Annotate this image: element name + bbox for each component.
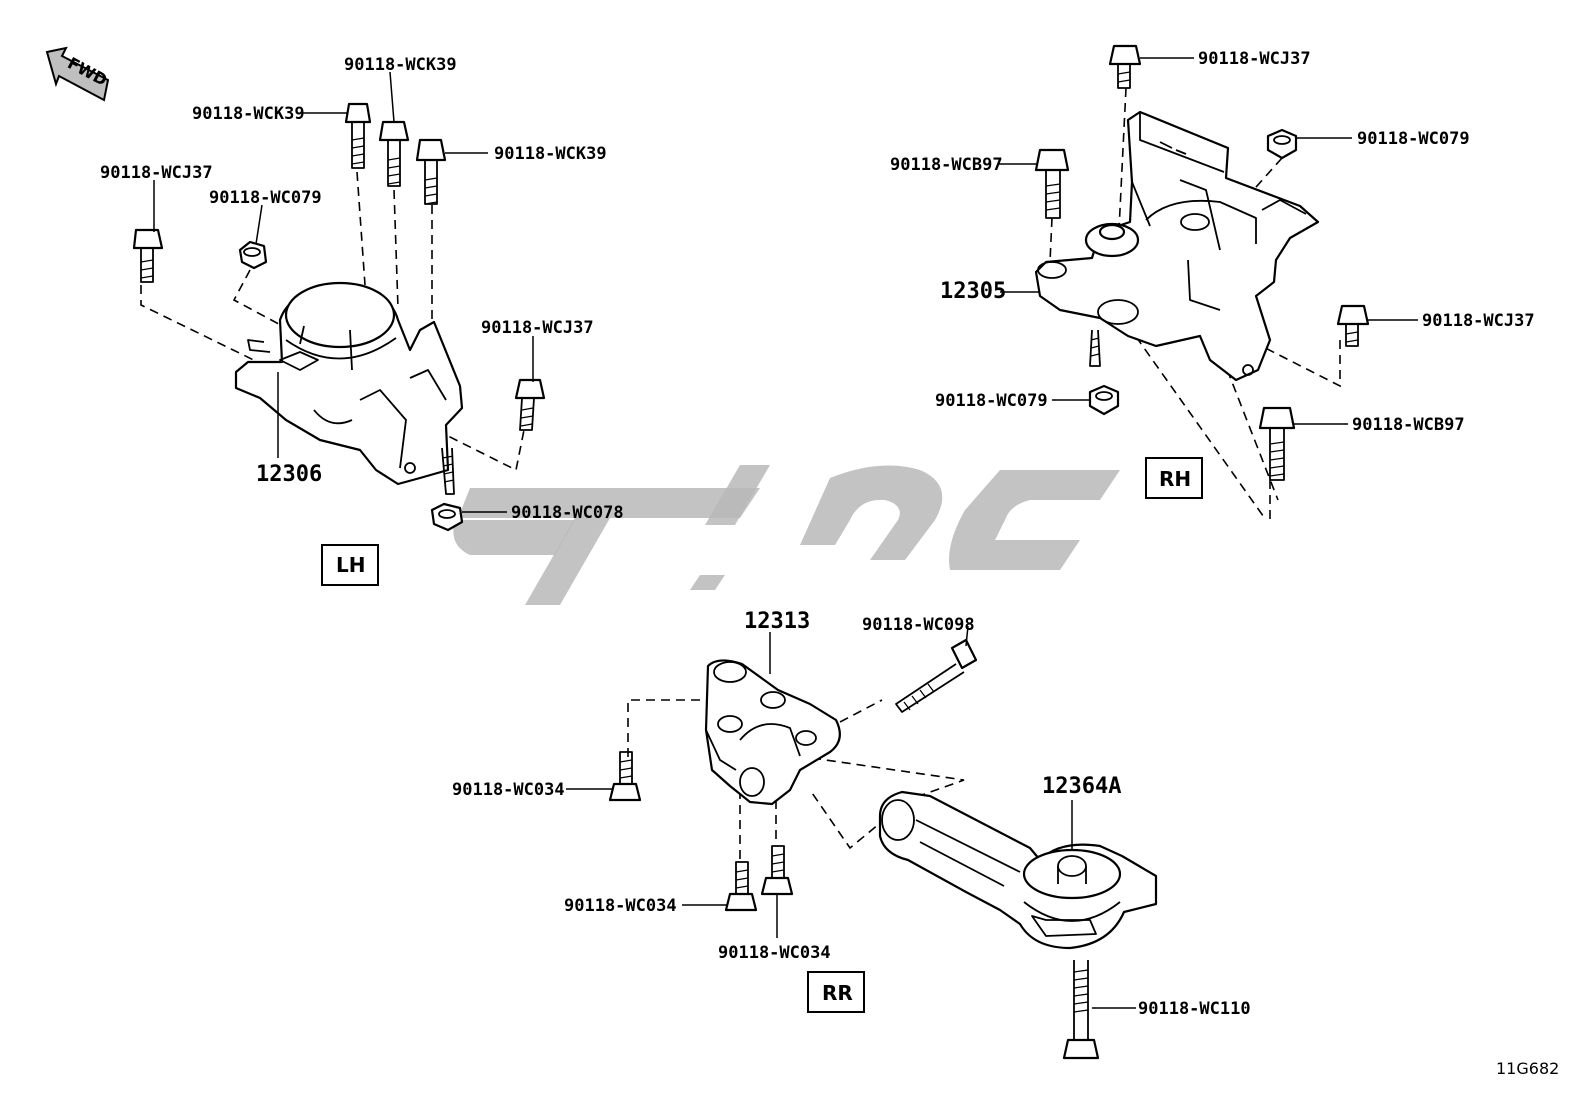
rh-bolt-bottom-icon xyxy=(1258,406,1296,481)
lh-bolt-side-label: 90118-WCJ37 xyxy=(100,163,213,183)
rh-bolt-bottom-label: 90118-WCB97 xyxy=(1352,415,1465,435)
lh-bolt-left-icon xyxy=(344,102,372,169)
lh-bolt-top-label: 90118-WCK39 xyxy=(344,55,457,75)
rh-mount-part-number: 12305 xyxy=(940,279,1006,304)
rr-torque-rod-part-number: 12364A xyxy=(1042,774,1121,799)
rh-mount-assembly xyxy=(1034,44,1370,521)
rr-bolt-bottom-label: 90118-WC110 xyxy=(1138,999,1251,1019)
diagram-code: 11G682 xyxy=(1496,1059,1559,1078)
lh-group-label: LH xyxy=(336,553,365,577)
rr-bolt-a-label: 90118-WC034 xyxy=(452,780,565,800)
rr-bolt-long-icon xyxy=(895,638,978,713)
rr-group-box xyxy=(807,971,865,1013)
lh-bolt-front-label: 90118-WCJ37 xyxy=(481,318,594,338)
lh-nut-top-icon xyxy=(238,240,268,270)
rr-bolt-b-icon xyxy=(724,861,758,912)
lh-nut-bottom-icon xyxy=(430,502,464,532)
rr-bolt-c-icon xyxy=(760,845,794,896)
rh-bolt-left-icon xyxy=(1034,148,1070,219)
rr-group-label: RR xyxy=(822,981,853,1005)
rr-bolt-b-label: 90118-WC034 xyxy=(564,896,677,916)
rh-nut-top-label: 90118-WC079 xyxy=(1357,129,1470,149)
rh-group-label: RH xyxy=(1159,467,1191,491)
lh-bolt-right-icon xyxy=(415,138,447,205)
rh-group-box xyxy=(1145,457,1203,499)
lh-nut-bottom-label: 90118-WC078 xyxy=(511,503,624,523)
rh-nut-top-icon xyxy=(1266,128,1298,160)
rh-nut-bottom-label: 90118-WC079 xyxy=(935,391,1048,411)
lh-bolt-front-icon xyxy=(514,378,546,431)
rh-nut-bottom-icon xyxy=(1088,384,1120,416)
rr-mount-assembly xyxy=(608,638,1158,1060)
rh-bolt-right-icon xyxy=(1336,304,1370,347)
rr-bracket-body xyxy=(704,659,841,806)
rh-bolt-top-label: 90118-WCJ37 xyxy=(1198,49,1311,69)
rh-mount-body xyxy=(1034,110,1320,382)
lh-bolt-right-label: 90118-WCK39 xyxy=(494,144,607,164)
rr-bolt-long-label: 90118-WC098 xyxy=(862,615,975,635)
lh-mount-assembly xyxy=(132,102,546,532)
rr-bolt-c-label: 90118-WC034 xyxy=(718,943,831,963)
lh-bolt-left-label: 90118-WCK39 xyxy=(192,104,305,124)
rh-bolt-left-label: 90118-WCB97 xyxy=(890,155,1003,175)
lh-group-box xyxy=(321,544,379,586)
rr-bolt-a-icon xyxy=(608,751,642,802)
rh-bolt-top-icon xyxy=(1108,44,1142,89)
rr-bolt-bottom-icon xyxy=(1062,960,1100,1060)
lh-nut-top-label: 90118-WC079 xyxy=(209,188,322,208)
lh-bolt-top-icon xyxy=(378,120,410,187)
watermark-logo xyxy=(453,465,1120,605)
rh-bolt-right-label: 90118-WCJ37 xyxy=(1422,311,1535,331)
lh-bolt-side-icon xyxy=(132,228,164,283)
fwd-arrow-icon: FWD xyxy=(45,46,110,102)
lh-mount-part-number: 12306 xyxy=(256,462,322,487)
rr-bracket-part-number: 12313 xyxy=(744,609,810,634)
